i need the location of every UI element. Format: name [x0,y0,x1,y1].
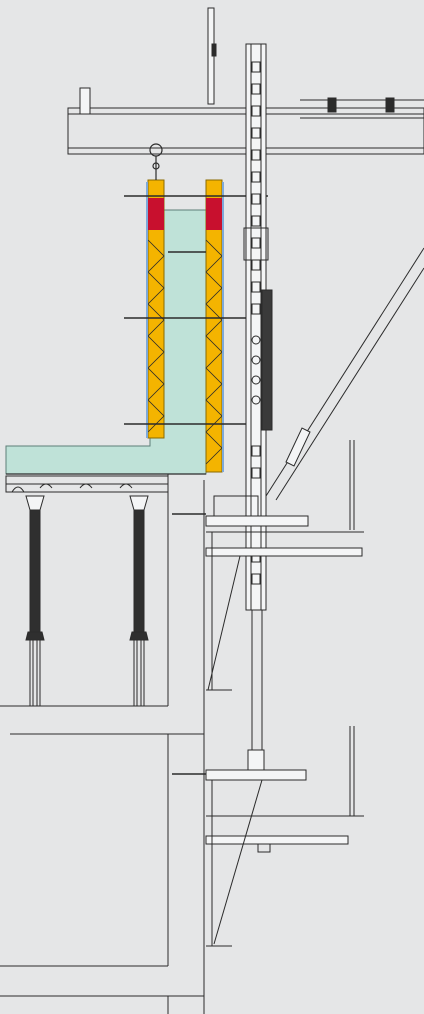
slab-edge-beam [5,475,169,493]
tie-rods [124,195,268,425]
support-post-right [129,495,149,706]
building-structure [0,474,205,1014]
support-posts [25,495,149,706]
support-post-left [25,495,45,706]
upper-platform [172,440,364,691]
crane-hook [149,143,163,180]
formwork-panel-right [205,179,224,473]
diagonal-brace [265,247,424,501]
lower-platform [172,726,364,947]
formwork-panel-left [146,179,165,439]
